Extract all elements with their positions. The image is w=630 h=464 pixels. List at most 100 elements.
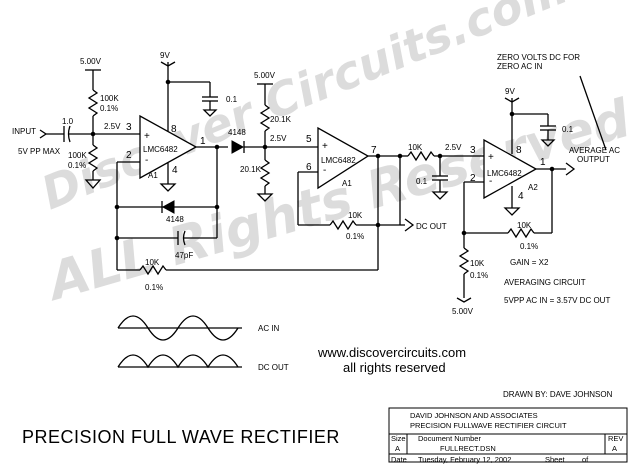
- ground-symbol-4: [256, 193, 274, 202]
- zero-note: ZERO VOLTS DC FOR ZERO AC IN: [497, 53, 607, 151]
- opamp-a1: + - LMC6482 A1 3 2 1 8 4 9V 0.1: [126, 51, 238, 192]
- output-diode-label: 4148: [228, 128, 246, 137]
- opamp-a1-b: + - LMC6482 A1 5 6 7 10K 0.1% DC OUT: [295, 126, 447, 241]
- supply-5v-label-2: 5.00V: [254, 71, 276, 80]
- tb-sheet-label: Sheet: [545, 455, 566, 464]
- input-level-label: 5V PP MAX: [18, 147, 61, 156]
- bias-resistor-bottom: [87, 144, 99, 172]
- divider-resistor-bottom: [259, 159, 271, 187]
- divider-network: 5.00V 20.1K 2.5V 20.1K: [240, 71, 292, 202]
- tb-rev-value: A: [612, 444, 617, 453]
- b-feedback-value: 10K: [348, 211, 363, 220]
- a1-pin2: 2: [126, 150, 132, 161]
- filter-cap-value: 0.1: [416, 177, 428, 186]
- divider-bias-label: 2.5V: [270, 134, 287, 143]
- bias-resistor-bottom-tol: 0.1%: [68, 161, 86, 170]
- vpp-note: 5VPP AC IN = 3.57V DC OUT: [504, 296, 610, 305]
- a2-pin1: 1: [540, 157, 546, 168]
- b-ref-label: A1: [342, 179, 352, 188]
- supply-9v-label-2: 9V: [505, 87, 515, 96]
- filter-bias-label: 2.5V: [445, 143, 462, 152]
- a1-feedback-network: 4148 47pF 10K 0.1%: [114, 144, 379, 292]
- averaging-label: AVERAGING CIRCUIT: [504, 278, 586, 287]
- ground-symbol-1: [84, 179, 102, 189]
- website-text: www.discovercircuits.com: [317, 345, 466, 360]
- sum-resistor-tol: 0.1%: [145, 283, 163, 292]
- a1-pin8: 8: [171, 124, 177, 135]
- tb-circuit: PRECISION FULLWAVE RECTIFIER CIRCUIT: [410, 421, 567, 430]
- rights-text: all rights reserved: [343, 360, 446, 375]
- a1-pin1: 1: [200, 136, 206, 147]
- tb-date-value: Tuesday, February 12, 2002: [418, 455, 511, 464]
- bias-resistor-top: [87, 89, 99, 117]
- bias-voltage-label: 2.5V: [104, 122, 121, 131]
- ground-symbol-7: [503, 207, 521, 216]
- a1-ref-label: A1: [148, 171, 158, 180]
- a1-minus-sign: -: [145, 155, 148, 166]
- feedback-diode-label: 4148: [166, 215, 184, 224]
- a2-ground-resistor-tol: 0.1%: [470, 271, 488, 280]
- a2-part-label: LMC6482: [487, 169, 522, 178]
- a1-part-label: LMC6482: [143, 145, 178, 154]
- tb-doc-value: FULLRECT.DSN: [440, 444, 496, 453]
- a1-pin4: 4: [172, 165, 178, 176]
- gain-label: GAIN = X2: [510, 258, 549, 267]
- tb-date-label: Date: [391, 455, 407, 464]
- a1-bypass-cap-value: 0.1: [226, 95, 238, 104]
- feedback-cap-value: 47pF: [175, 251, 193, 260]
- average-out-line1: AVERAGE AC: [569, 146, 620, 155]
- a2-bypass-cap-value: 0.1: [562, 125, 574, 134]
- b-pin5: 5: [306, 134, 312, 145]
- bias-resistor-top-value: 100K: [100, 94, 119, 103]
- zero-note-line1: ZERO VOLTS DC FOR: [497, 53, 580, 62]
- filter-resistor-value: 10K: [408, 143, 423, 152]
- input-label: INPUT: [12, 127, 36, 136]
- zero-note-leader: [579, 75, 607, 151]
- ground-symbol-2: [202, 109, 218, 117]
- average-out-line2: OUTPUT: [577, 155, 610, 164]
- dc-out-arrow-icon: [404, 218, 415, 232]
- dc-out-wave-label: DC OUT: [258, 363, 289, 372]
- tb-size-value: A: [395, 444, 400, 453]
- a2-plus-sign: +: [488, 152, 494, 163]
- a2-ref-label: A2: [528, 183, 538, 192]
- filter-resistor: [407, 150, 435, 162]
- a2-ground-resistor-value: 10K: [470, 259, 485, 268]
- bias-resistor-top-tol: 0.1%: [100, 104, 118, 113]
- averaging-filter: 10K 2.5V 0.1: [400, 143, 470, 200]
- supply-5v-label-1: 5.00V: [80, 57, 102, 66]
- a2-pin8: 8: [516, 145, 522, 156]
- tb-sheet-of: of: [582, 455, 589, 464]
- a2-pin3: 3: [470, 145, 476, 156]
- b-pin6: 6: [306, 162, 312, 173]
- tb-size-label: Size: [391, 434, 406, 443]
- input-cap-value: 1.0: [62, 117, 74, 126]
- feedback-diode: [161, 200, 175, 214]
- waveforms: AC IN DC OUT: [117, 315, 289, 372]
- ground-symbol-5: [431, 191, 449, 200]
- a2-pin2: 2: [470, 173, 476, 184]
- title-block: DAVID JOHNSON AND ASSOCIATES PRECISION F…: [388, 407, 628, 464]
- input-arrow-icon: [39, 129, 48, 139]
- bias-resistor-bottom-value: 100K: [68, 151, 87, 160]
- b-plus-sign: +: [322, 141, 328, 152]
- a2-feedback-value: 10K: [517, 221, 532, 230]
- a2-minus-sign: -: [489, 176, 492, 187]
- b-minus-sign: -: [323, 165, 326, 176]
- sum-resistor-value: 10K: [145, 258, 160, 267]
- input-stage: INPUT 5V PP MAX 1.0 2.5V 5.00V 100K 0.1%…: [12, 57, 140, 189]
- divider-resistor-bottom-value: 20.1K: [240, 165, 262, 174]
- ac-in-wave-label: AC IN: [258, 324, 280, 333]
- supply-9v-label-1: 9V: [160, 51, 170, 60]
- a2-feedback-tol: 0.1%: [520, 242, 538, 251]
- b-feedback-resistor: [329, 219, 357, 231]
- tb-company: DAVID JOHNSON AND ASSOCIATES: [410, 411, 538, 420]
- divider-resistor-top-value: 20.1K: [270, 115, 292, 124]
- opamp-a2: + - LMC6482 A2 3 2 1 8 4 9V 0.1 10K 0: [452, 87, 576, 316]
- b-part-label: LMC6482: [321, 156, 356, 165]
- ground-symbol-3: [159, 183, 177, 192]
- output-diode: 4148: [228, 128, 295, 154]
- drawn-by-text: DRAWN BY: DAVE JOHNSON: [503, 390, 613, 399]
